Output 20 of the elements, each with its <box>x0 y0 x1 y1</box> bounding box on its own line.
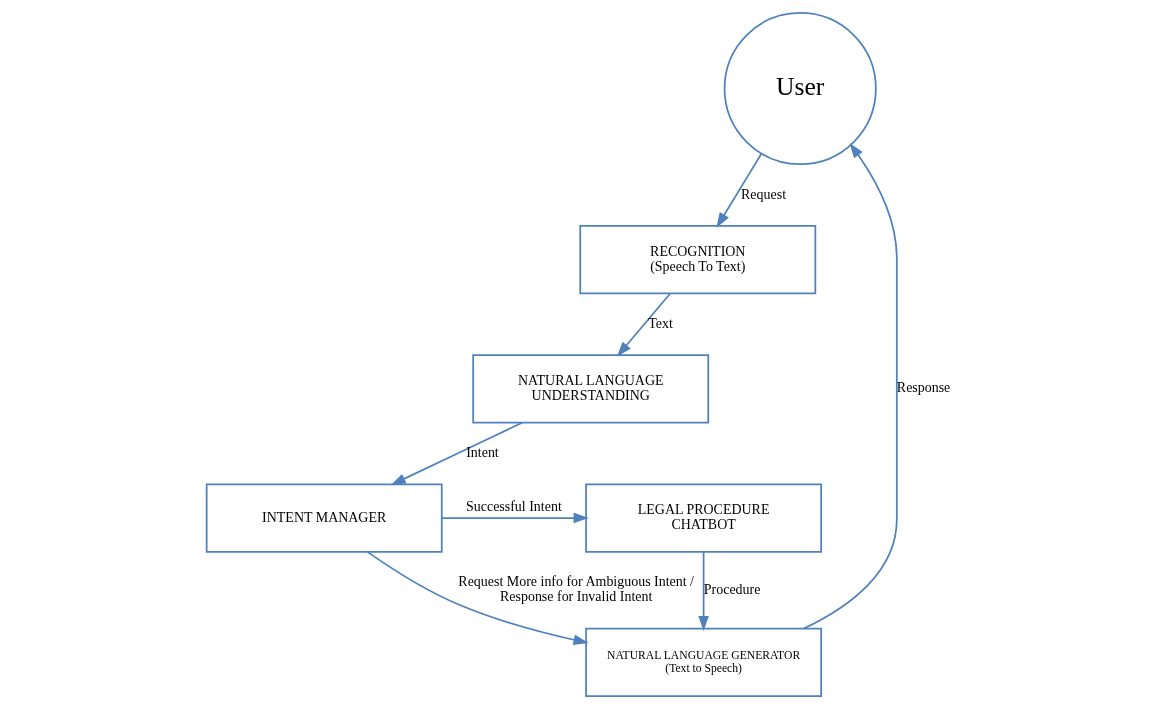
arrow <box>390 421 523 486</box>
edge-label: Text <box>647 315 673 331</box>
edge-label: Intent <box>465 445 499 461</box>
arrow <box>616 292 671 357</box>
edge-label: Response <box>896 380 950 396</box>
arrow <box>715 153 762 228</box>
node-box: NATURAL LANGUAGE UNDERSTANDING <box>471 354 709 424</box>
edge-label: Request More info for Ambiguous Intent / Response for Invalid Intent <box>457 574 694 605</box>
node-circle: User <box>723 12 877 166</box>
arrow <box>440 512 589 524</box>
node-box: INTENT MANAGER <box>205 483 443 553</box>
node-box: RECOGNITION (Speech To Text) <box>578 225 816 295</box>
node-box: LEGAL PROCEDURE CHATBOT <box>584 483 822 553</box>
arrow <box>802 142 898 630</box>
node-box: NATURAL LANGUAGE GENERATOR (Text to Speech) <box>584 627 822 697</box>
edge-label: Successful Intent <box>465 498 562 514</box>
edge-label: Procedure <box>703 581 760 597</box>
arrow <box>697 551 709 632</box>
edge-label: Request <box>740 186 786 202</box>
arrow <box>366 551 589 646</box>
